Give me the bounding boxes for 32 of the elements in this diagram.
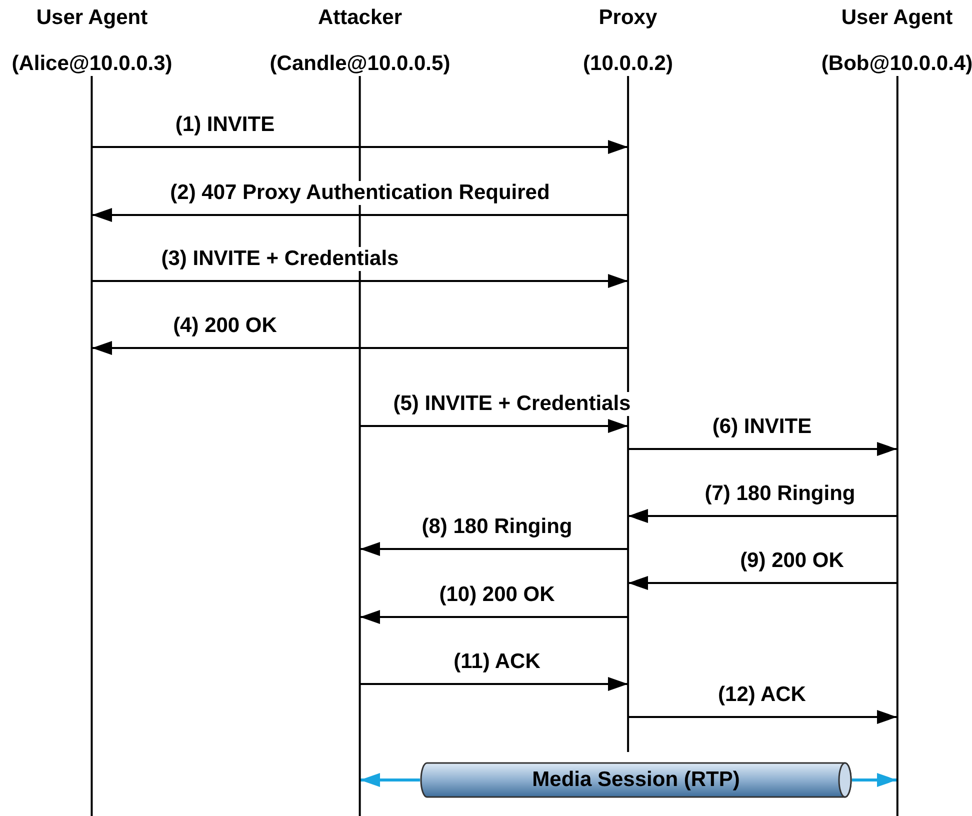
message-arrow bbox=[92, 140, 628, 154]
message-arrow bbox=[92, 208, 628, 222]
message-arrow bbox=[628, 576, 897, 590]
cylinder-label: Media Session (RTP) bbox=[532, 768, 740, 792]
message-arrow bbox=[360, 419, 628, 433]
participant-name: Proxy bbox=[598, 6, 658, 30]
message-arrow bbox=[360, 542, 628, 556]
participant-name: User Agent bbox=[36, 6, 148, 30]
message-label: (3) INVITE + Credentials bbox=[159, 247, 401, 271]
message-label: (11) ACK bbox=[452, 650, 542, 674]
message-label: (12) ACK bbox=[716, 683, 808, 707]
message-arrow bbox=[628, 710, 897, 724]
message-arrow bbox=[360, 677, 628, 691]
message-label: (4) 200 OK bbox=[171, 314, 279, 338]
message-arrow bbox=[92, 274, 628, 288]
message-arrow bbox=[92, 341, 628, 355]
message-arrow bbox=[628, 442, 897, 456]
message-label: (5) INVITE + Credentials bbox=[391, 392, 633, 416]
message-label: (6) INVITE bbox=[710, 415, 814, 439]
participant-name: (Candle@10.0.0.5) bbox=[270, 52, 450, 76]
message-arrow bbox=[628, 509, 897, 523]
message-arrow bbox=[360, 610, 628, 624]
message-arrow bbox=[852, 773, 897, 787]
participant-name: User Agent bbox=[841, 6, 953, 30]
participant-name: (10.0.0.2) bbox=[583, 52, 673, 76]
message-label: (10) 200 OK bbox=[437, 583, 557, 607]
message-arrow bbox=[360, 773, 420, 787]
participant-name: Attacker bbox=[318, 6, 402, 30]
participant-name: (Alice@10.0.0.3) bbox=[12, 52, 172, 76]
message-label: (1) INVITE bbox=[173, 113, 277, 137]
message-label: (9) 200 OK bbox=[738, 549, 846, 573]
participant-name: (Bob@10.0.0.4) bbox=[821, 52, 972, 76]
